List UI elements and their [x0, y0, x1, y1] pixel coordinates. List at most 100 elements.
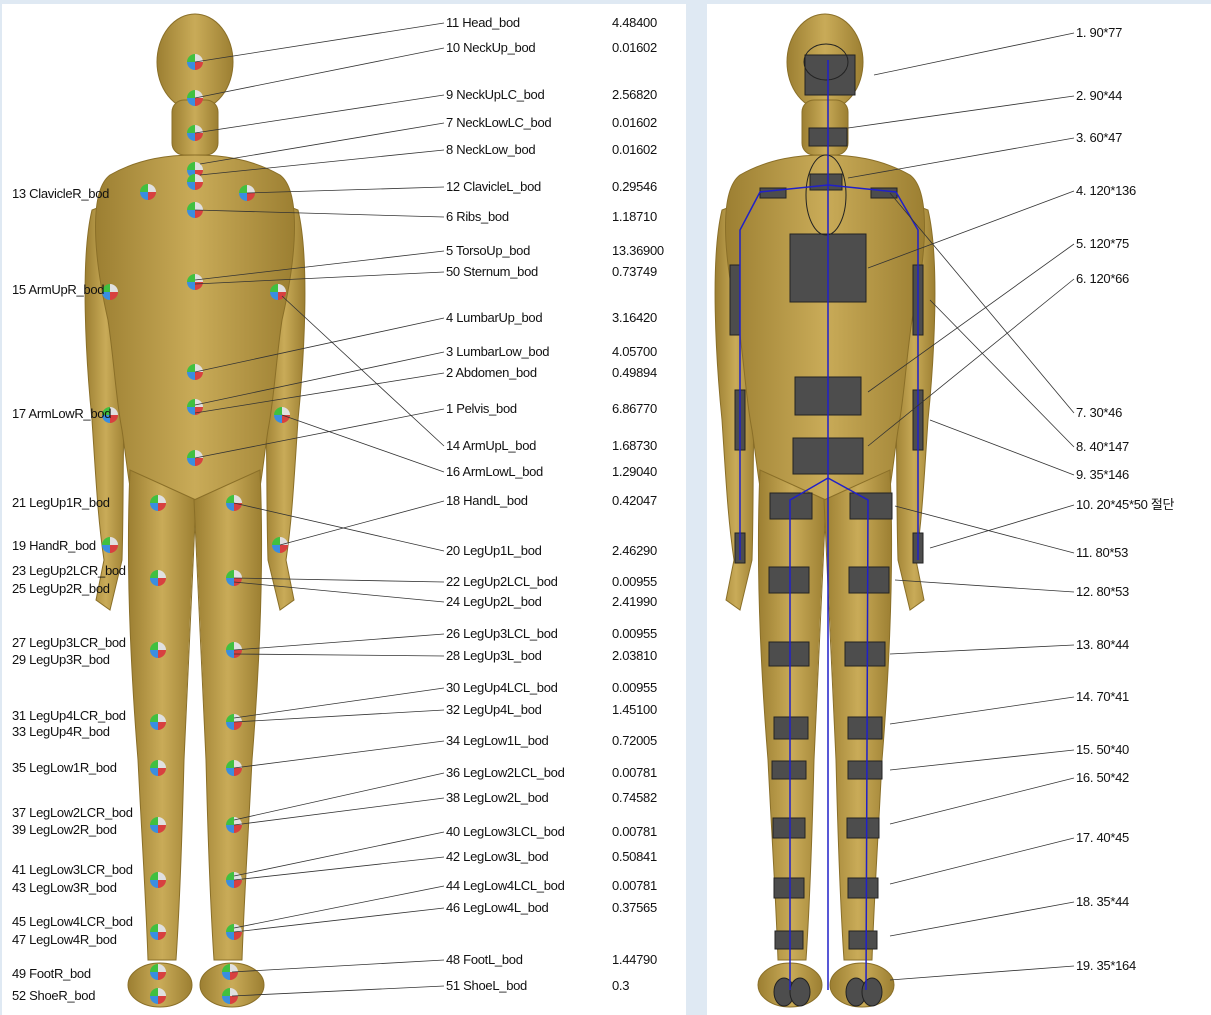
- leader-line: [234, 832, 444, 876]
- leader-line: [234, 503, 444, 551]
- body-part-value: 0.01602: [612, 41, 657, 55]
- leader-line: [200, 123, 444, 164]
- body-part-label: 36 LegLow2LCL_bod: [446, 766, 565, 780]
- segment-dimension-label: 16. 50*42: [1076, 771, 1129, 785]
- segment-box: [850, 493, 892, 519]
- body-part-label: 5 TorsoUp_bod: [446, 244, 530, 258]
- segment-dimension-label: 17. 40*45: [1076, 831, 1129, 845]
- segment-box: [769, 567, 809, 593]
- dimension-leader-line: [930, 505, 1074, 548]
- body-part-label: 44 LegLow4LCL_bod: [446, 879, 565, 893]
- body-part-value: 0.72005: [612, 734, 657, 748]
- right-side-part-label: 15 ArmUpR_bod: [12, 283, 104, 297]
- dimension-leader-line: [890, 902, 1074, 936]
- right-side-part-label: 21 LegUp1R_bod: [12, 496, 110, 510]
- body-part-value: 0.29546: [612, 180, 657, 194]
- segment-box: [774, 717, 808, 739]
- joint-marker: [150, 924, 166, 940]
- segment-dimension-label: 14. 70*41: [1076, 690, 1129, 704]
- segment-box: [774, 878, 804, 898]
- segment-box: [770, 493, 812, 519]
- segment-dimension-label: 10. 20*45*50 절단: [1076, 498, 1174, 512]
- leader-line: [234, 578, 444, 582]
- body-part-label: 18 HandL_bod: [446, 494, 528, 508]
- right-side-part-label: 49 FootR_bod: [12, 967, 91, 981]
- joint-marker: [150, 714, 166, 730]
- joint-marker: [102, 537, 118, 553]
- joint-marker: [150, 964, 166, 980]
- body-part-value: 1.29040: [612, 465, 657, 479]
- body-part-label: 7 NeckLowLC_bod: [446, 116, 551, 130]
- segment-dimension-label: 5. 120*75: [1076, 237, 1129, 251]
- segment-dimension-label: 7. 30*46: [1076, 406, 1122, 420]
- body-part-label: 42 LegLow3L_bod: [446, 850, 549, 864]
- right-side-part-label: 29 LegUp3R_bod: [12, 653, 110, 667]
- foot-disc: [790, 978, 810, 1006]
- dimension-leader-line: [890, 750, 1074, 770]
- leader-line: [234, 908, 444, 932]
- leader-line: [234, 741, 444, 768]
- body-part-value: 0.00781: [612, 766, 657, 780]
- joint-marker: [150, 988, 166, 1004]
- segment-box: [775, 931, 803, 949]
- right-side-part-label: 41 LegLow3LCR_bod: [12, 863, 133, 877]
- joint-marker: [150, 570, 166, 586]
- segment-dimension-label: 19. 35*164: [1076, 959, 1136, 973]
- body-part-label: 14 ArmUpL_bod: [446, 439, 536, 453]
- body-part-label: 46 LegLow4L_bod: [446, 901, 549, 915]
- dimension-leader-line: [890, 697, 1074, 724]
- body-part-label: 1 Pelvis_bod: [446, 402, 517, 416]
- segment-box: [847, 818, 879, 838]
- joint-marker: [150, 760, 166, 776]
- body-part-value: 0.00781: [612, 879, 657, 893]
- leader-line: [234, 710, 444, 722]
- joint-marker: [102, 284, 118, 300]
- joint-marker: [187, 174, 203, 190]
- leader-line: [234, 654, 444, 656]
- body-part-label: 48 FootL_bod: [446, 953, 523, 967]
- body-part-label: 34 LegLow1L_bod: [446, 734, 549, 748]
- foot-disc: [862, 978, 882, 1006]
- body-part-value: 0.73749: [612, 265, 657, 279]
- body-part-value: 0.37565: [612, 901, 657, 915]
- right-side-part-label: 31 LegUp4LCR_bod: [12, 709, 126, 723]
- segment-dimension-label: 12. 80*53: [1076, 585, 1129, 599]
- right-side-part-label: 33 LegUp4R_bod: [12, 725, 110, 739]
- joint-marker: [140, 184, 156, 200]
- segment-dimension-label: 15. 50*40: [1076, 743, 1129, 757]
- segment-box: [848, 878, 878, 898]
- right-side-part-label: 52 ShoeR_bod: [12, 989, 95, 1003]
- left-leg-shape: [194, 470, 262, 960]
- body-part-value: 0.3: [612, 979, 629, 993]
- body-part-value: 3.16420: [612, 311, 657, 325]
- body-part-label: 40 LegLow3LCL_bod: [446, 825, 565, 839]
- segment-box: [848, 717, 882, 739]
- body-part-label: 10 NeckUp_bod: [446, 41, 535, 55]
- body-part-label: 4 LumbarUp_bod: [446, 311, 542, 325]
- right-mannequin: [715, 14, 935, 1007]
- leader-line: [195, 95, 444, 133]
- body-part-label: 3 LumbarLow_bod: [446, 345, 549, 359]
- segment-dimension-label: 11. 80*53: [1076, 546, 1128, 560]
- leader-line: [234, 688, 444, 718]
- body-part-value: 2.03810: [612, 649, 657, 663]
- body-part-label: 24 LegUp2L_bod: [446, 595, 542, 609]
- segment-box: [848, 761, 882, 779]
- segment-box: [769, 642, 809, 666]
- right-side-part-label: 37 LegLow2LCR_bod: [12, 806, 133, 820]
- body-part-value: 0.00955: [612, 575, 657, 589]
- segment-box: [730, 265, 740, 335]
- joint-marker: [150, 642, 166, 658]
- body-part-value: 0.74582: [612, 791, 657, 805]
- joint-marker: [187, 274, 203, 290]
- body-part-value: 0.00781: [612, 825, 657, 839]
- body-part-value: 2.46290: [612, 544, 657, 558]
- dimension-leader-line: [848, 138, 1074, 178]
- segment-dimension-label: 13. 80*44: [1076, 638, 1129, 652]
- dimension-leader-line: [890, 778, 1074, 824]
- segment-dimension-label: 8. 40*147: [1076, 440, 1129, 454]
- body-part-value: 1.68730: [612, 439, 657, 453]
- leader-line: [234, 773, 444, 820]
- segment-box: [810, 174, 842, 190]
- leader-line: [232, 960, 444, 972]
